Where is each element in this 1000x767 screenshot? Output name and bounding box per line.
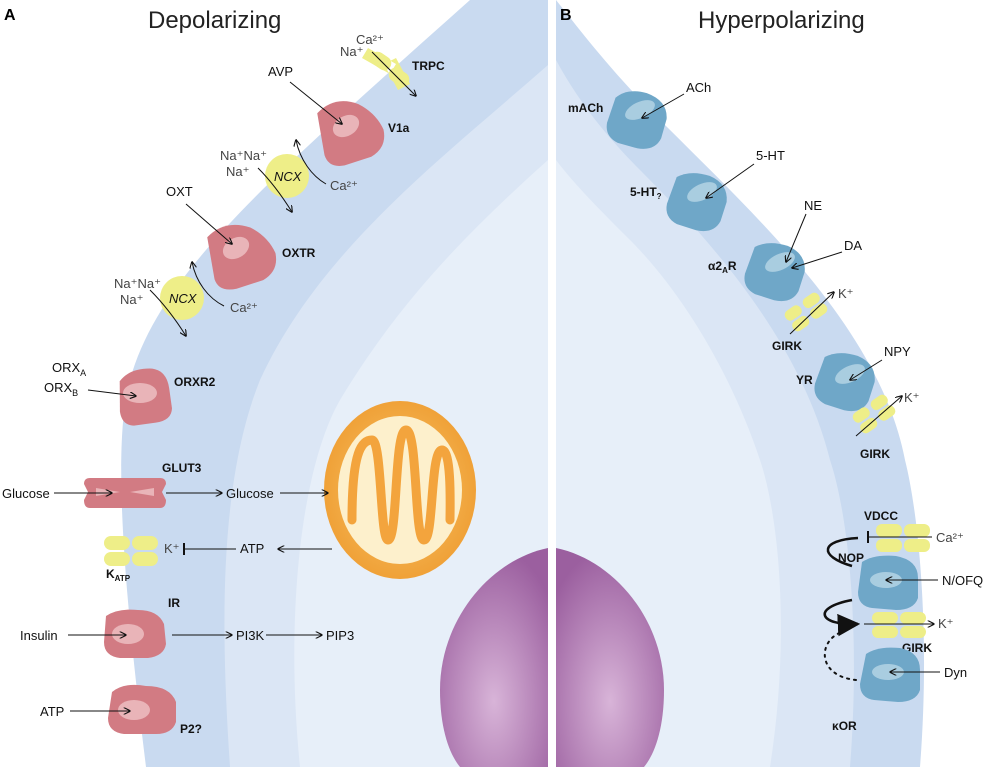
ht-arrow [706, 163, 755, 198]
girk1-ion: K⁺ [838, 286, 854, 301]
trpc-ca: Ca²⁺ [356, 32, 384, 47]
trpc-label: TRPC [412, 59, 445, 73]
trpc-arrow [371, 51, 416, 96]
ncx2-na2: Na⁺ [120, 292, 143, 307]
panel-title-a: Depolarizing [148, 7, 281, 34]
kor-girk-dotted-curve [823, 631, 857, 681]
panel-letter-a: A [4, 7, 16, 24]
oxtr-ligand: OXT [166, 184, 193, 199]
orxr2-arrow [87, 389, 136, 396]
yr-arrow [850, 359, 883, 380]
v1a-arrow [289, 81, 342, 124]
glut3-outside: Glucose [2, 486, 50, 501]
ncx2-na1: Na⁺Na⁺ [114, 276, 161, 291]
vdcc-ion: Ca²⁺ [936, 530, 964, 545]
kor-ligand: Dyn [944, 665, 967, 680]
girk2-label: GIRK [860, 447, 890, 461]
girk1-label: GIRK [772, 339, 802, 353]
ncx1-ca-arrow [296, 140, 327, 185]
katp-atp: ATP [240, 541, 264, 556]
ncx2-label: NCX [169, 291, 198, 306]
katp-channel [104, 536, 158, 566]
yr-label: YR [796, 373, 813, 387]
girk3-channel [872, 612, 926, 638]
kor-binding-site [872, 664, 904, 680]
panel-letter-b: B [560, 7, 572, 24]
girk2-ion: K⁺ [904, 390, 920, 405]
v1a-label: V1a [388, 121, 410, 135]
ht-label: 5-HT? [630, 185, 662, 201]
nucleus-left [440, 548, 548, 767]
nop-ligand: N/OFQ [942, 573, 983, 588]
trpc-na: Na⁺ [340, 44, 363, 59]
ht-ligand: 5-HT [756, 148, 785, 163]
glut3-inside: Glucose [226, 486, 274, 501]
katp-label: KATP [106, 567, 131, 583]
ncx1-exchanger [265, 154, 309, 198]
ncx1-na-arrow [257, 167, 292, 212]
mitochondrion [324, 401, 476, 579]
yr-ligand: NPY [884, 344, 911, 359]
mach-label: mACh [568, 101, 603, 115]
mach-ligand: ACh [686, 80, 711, 95]
glut3-label: GLUT3 [162, 461, 202, 475]
ncx2-ca-arrow [192, 262, 225, 307]
girk1-arrow [789, 292, 834, 335]
v1a-ligand: AVP [268, 64, 293, 79]
oxtr-arrow [185, 203, 232, 244]
p2-binding-site [118, 700, 150, 720]
ir-pi3k: PI3K [236, 628, 265, 643]
girk3-ion: K⁺ [938, 616, 954, 631]
orxr2-ligand-b: ORXB [44, 380, 78, 398]
girk2-arrow [855, 396, 902, 437]
ir-ligand: Insulin [20, 628, 58, 643]
orxr2-binding-site [123, 383, 157, 403]
ir-pip3: PIP3 [326, 628, 354, 643]
ncx1-ca: Ca²⁺ [330, 178, 358, 193]
a2ar-ligand-ne: NE [804, 198, 822, 213]
ncx1-label: NCX [274, 169, 303, 184]
kor-label: κOR [832, 719, 857, 733]
nucleus-right [556, 548, 664, 767]
p2-ligand: ATP [40, 704, 64, 719]
oxtr-label: OXTR [282, 246, 316, 260]
panel-title-b: Hyperpolarizing [698, 7, 865, 34]
nop-vdcc-inhibit-curve [826, 536, 859, 568]
p2-label: P2? [180, 722, 202, 736]
vdcc-label: VDCC [864, 509, 898, 523]
ir-binding-site [112, 624, 144, 644]
nop-label: NOP [838, 551, 864, 565]
panel-divider [548, 0, 556, 767]
ncx2-ca: Ca²⁺ [230, 300, 258, 315]
katp-ion: K⁺ [164, 541, 180, 556]
ncx2-exchanger [160, 276, 204, 320]
ncx1-na1: Na⁺Na⁺ [220, 148, 267, 163]
ir-label: IR [168, 596, 180, 610]
ncx1-na2: Na⁺ [226, 164, 249, 179]
a2ar-ne-arrow [786, 213, 807, 262]
orxr2-label: ORXR2 [174, 375, 216, 389]
a2ar-ligand-da: DA [844, 238, 862, 253]
vdcc-channel [876, 524, 930, 552]
mach-arrow [642, 93, 685, 118]
a2ar-da-arrow [792, 251, 843, 268]
oxtr-receptor [207, 224, 277, 290]
orxr2-ligand-a: ORXA [52, 360, 86, 378]
a2ar-label: α2AR [708, 259, 737, 275]
ncx2-na-arrow [149, 289, 186, 336]
nop-girk-activate-curve [823, 598, 861, 637]
